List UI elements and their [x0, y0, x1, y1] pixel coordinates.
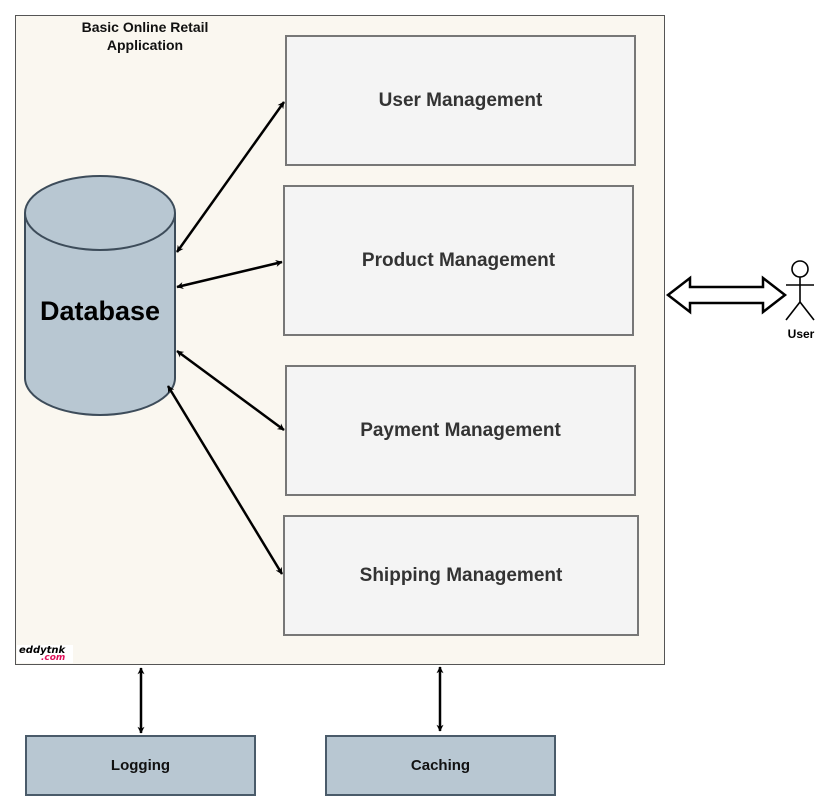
- watermark-logo: eddytnk .com: [17, 645, 73, 663]
- product-management-box: Product Management: [283, 185, 634, 336]
- payment-management-box: Payment Management: [285, 365, 636, 496]
- db-payment-connector: [176, 349, 285, 432]
- user-actor-icon: [785, 260, 815, 321]
- db-shipping-connector: [166, 385, 284, 575]
- watermark-domain: .com: [41, 653, 66, 663]
- user-actor-label: User: [787, 327, 815, 341]
- database-cylinder: [24, 175, 176, 416]
- user-management-box: User Management: [285, 35, 636, 166]
- database-label: Database: [39, 296, 161, 326]
- logging-box: Logging: [25, 735, 256, 796]
- db-user-connector: [175, 101, 286, 253]
- application-title: Basic Online Retail Application: [81, 19, 209, 53]
- app-user-double-arrow: [665, 275, 788, 315]
- watermark-text: eddytnk: [19, 645, 66, 656]
- db-product-connector: [176, 260, 283, 289]
- caching-box: Caching: [325, 735, 556, 796]
- shipping-management-box: Shipping Management: [283, 515, 639, 636]
